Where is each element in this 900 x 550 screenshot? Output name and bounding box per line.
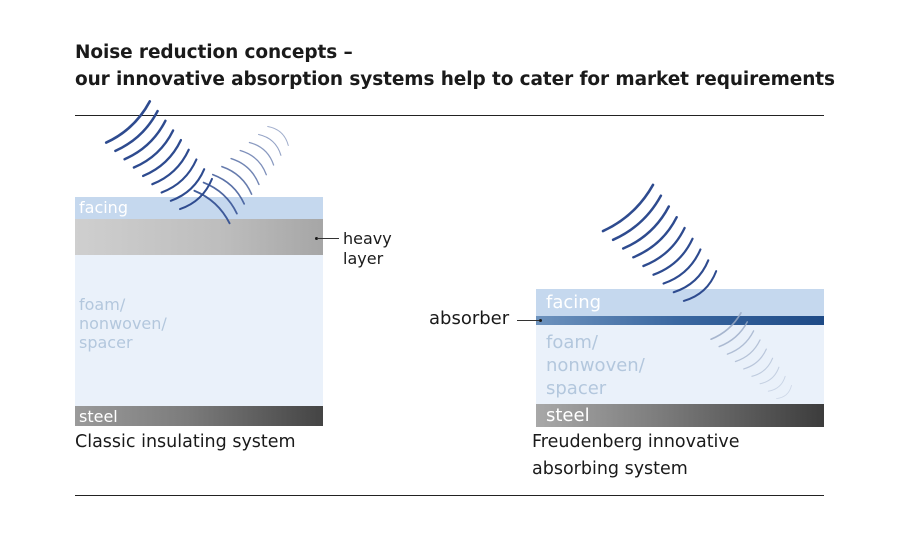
diagram-title: Noise reduction concepts – our innovativ…	[75, 39, 835, 93]
top-divider	[75, 115, 824, 116]
classic-reflected-wave-arc	[221, 165, 253, 195]
classic-reflected-wave-arc	[239, 149, 267, 176]
freudenberg-incident-wave-arc	[652, 237, 694, 276]
freudenberg-incident-wave-arc	[601, 183, 655, 233]
classic-reflected-wave-arc	[258, 133, 282, 156]
heavy-layer-annotation: heavy layer	[343, 229, 392, 269]
freudenberg-incident-wave-arc	[662, 248, 702, 285]
classic-reflected-wave-arc	[267, 126, 289, 146]
freudenberg-facing-label: facing	[546, 292, 602, 313]
absorber-annotation: absorber	[429, 308, 510, 329]
freudenberg-facing-layer: facing	[536, 289, 824, 316]
classic-reflected-wave-arc	[230, 157, 260, 186]
classic-incident-wave-arc	[160, 158, 198, 194]
classic-incident-wave-arc	[123, 119, 167, 161]
freudenberg-system-caption: Freudenberg innovative absorbing system	[532, 429, 740, 483]
freudenberg-steel-layer: steel	[536, 404, 824, 427]
freudenberg-incident-wave-arc	[632, 216, 678, 259]
classic-steel-label: steel	[79, 407, 118, 426]
freudenberg-foam-label: foam/ nonwoven/ spacer	[546, 332, 645, 399]
classic-incident-sound-wave-icon	[104, 100, 213, 211]
freudenberg-caption-line-2: absorbing system	[532, 459, 688, 479]
freudenberg-absorber-layer	[536, 316, 824, 325]
classic-facing-label: facing	[79, 198, 128, 217]
heavy-layer-leader-line	[317, 238, 339, 239]
freudenberg-incident-wave-arc	[611, 194, 663, 242]
classic-heavy-layer	[75, 219, 323, 255]
classic-incident-wave-arc	[141, 138, 183, 178]
freudenberg-foam-layer: foam/ nonwoven/ spacer	[536, 325, 824, 404]
absorber-pointer-dot	[539, 319, 542, 322]
title-line-1: Noise reduction concepts –	[75, 42, 353, 63]
classic-steel-layer: steel	[75, 406, 323, 426]
bottom-divider	[75, 495, 824, 496]
freudenberg-steel-label: steel	[546, 405, 590, 426]
classic-facing-layer: facing	[75, 197, 323, 219]
classic-incident-wave-arc	[132, 129, 175, 169]
classic-system-caption: Classic insulating system	[75, 432, 296, 452]
heavy-layer-annotation-line-1: heavy	[343, 229, 392, 248]
classic-incident-wave-arc	[104, 100, 152, 144]
freudenberg-incident-sound-wave-icon	[601, 183, 718, 302]
freudenberg-incident-wave-arc	[642, 226, 686, 268]
classic-reflected-wave-arc	[248, 141, 275, 166]
freudenberg-caption-line-1: Freudenberg innovative	[532, 432, 740, 452]
title-line-2: our innovative absorption systems help t…	[75, 69, 835, 90]
heavy-layer-annotation-line-2: layer	[343, 249, 384, 268]
freudenberg-incident-wave-arc	[672, 259, 710, 294]
heavy-layer-pointer-dot	[315, 237, 318, 240]
freudenberg-incident-wave-arc	[621, 205, 671, 250]
absorber-leader-line	[517, 320, 539, 321]
classic-incident-wave-arc	[151, 148, 190, 186]
classic-foam-label: foam/ nonwoven/ spacer	[79, 295, 167, 352]
classic-incident-wave-arc	[114, 109, 159, 153]
classic-foam-layer: foam/ nonwoven/ spacer	[75, 255, 323, 406]
